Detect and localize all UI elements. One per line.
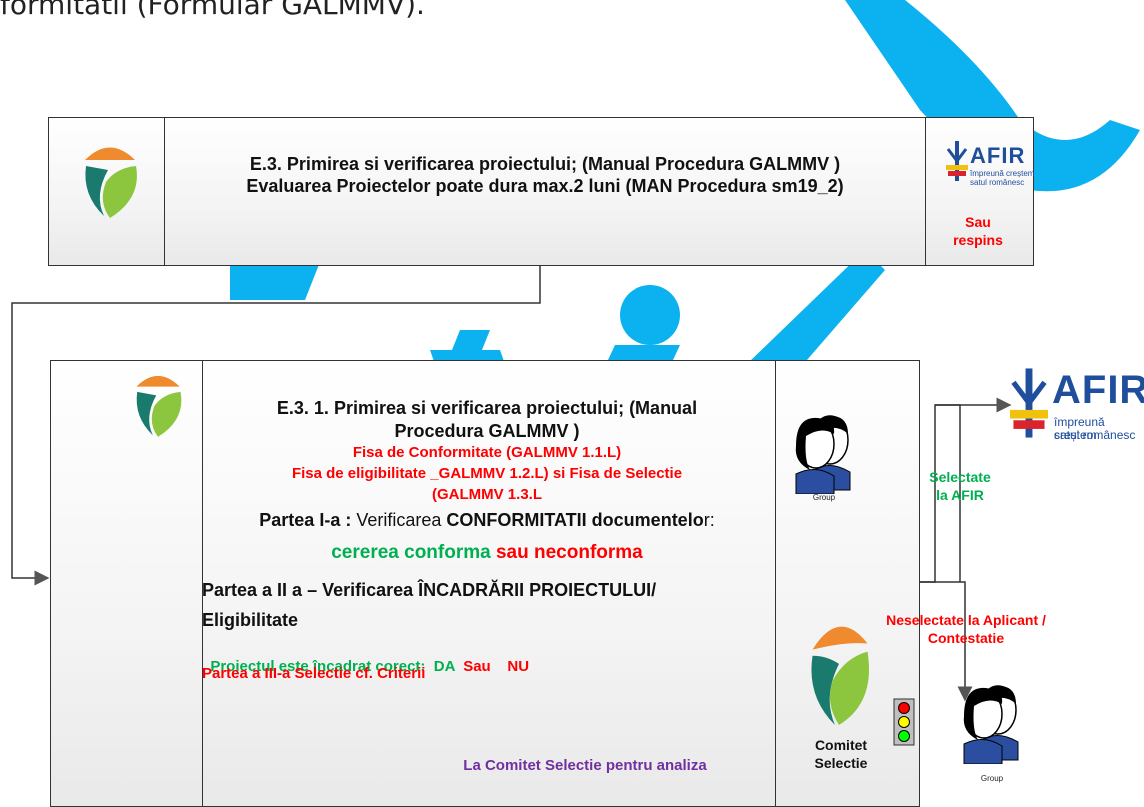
group-icon xyxy=(795,415,851,494)
traffic-light-icon xyxy=(893,698,915,746)
sau-neconforma: sau neconforma xyxy=(490,542,643,563)
partea-1-text: Verificarea xyxy=(351,510,447,530)
afir-tagline-small-1: împreună creștem xyxy=(970,169,1035,178)
comitet-note: La Comitet Selectie pentru analiza xyxy=(463,757,707,774)
fisa-selectie: (GALMMV 1.3.L xyxy=(431,486,542,503)
neselectate-label-1: Neselectate la Aplicant / xyxy=(886,612,1046,628)
conformity-line: cererea conforma sau neconforma xyxy=(202,542,772,564)
neselectate-label-2: Contestatie xyxy=(927,630,1005,646)
top-box-side-text-2: respins xyxy=(953,232,1003,248)
afir-wordmark-small: AFIR xyxy=(970,143,1026,168)
selectate-label-1: Selectate xyxy=(929,469,991,485)
top-box-line1: E.3. Primirea si verificarea proiectului… xyxy=(249,154,841,174)
top-box-line2: Evaluarea Proiectelor poate dura max.2 l… xyxy=(246,176,844,196)
selectate-label-2: la AFIR xyxy=(936,487,984,503)
fisa-eligibilitate: Fisa de eligibilitate _GALMMV 1.2.L) si … xyxy=(291,465,683,482)
partea-2-line2: Eligibilitate xyxy=(202,610,299,630)
afir-tagline-small-2: satul românesc xyxy=(970,178,1025,187)
afir-logo-small: AFIR împreună creștem satul românesc xyxy=(944,137,1039,197)
main-process-box xyxy=(50,360,920,807)
top-box-side-text-1: Sau xyxy=(965,214,991,230)
partea-2-line1: Partea a II a – Verificarea ÎNCADRĂRII P… xyxy=(202,580,657,600)
partea-1-bold: Partea I-a : xyxy=(259,510,352,530)
gal-logo-icon xyxy=(85,147,137,218)
afir-tagline-large-1: împreună creștem xyxy=(1054,415,1105,442)
partea-3-line: Partea a III-a Selectie cf. Criterii xyxy=(202,665,426,682)
group-label: Group xyxy=(980,774,1004,783)
partea-1-bold2: CONFORMITATII documentelo xyxy=(446,510,704,530)
fisa-conformitate: Fisa de Conformitate (GALMMV 1.1.L) xyxy=(352,444,622,461)
comitet-label-2: Selectie xyxy=(814,755,868,771)
group-label: Group xyxy=(812,493,836,502)
incadrat-sau-nu: Sau NU xyxy=(454,658,530,675)
group-icon xyxy=(963,685,1019,764)
partea-1-line: Partea I-a : Verificarea CONFORMITATII d… xyxy=(202,510,772,531)
comitet-label-1: Comitet xyxy=(814,737,868,753)
main-title-line2: Procedura GALMMV ) xyxy=(394,421,580,441)
afir-tagline-large-2: satul românesc xyxy=(1054,428,1136,442)
incadrat-da: Proiectul este încadrat corect: DA xyxy=(210,658,455,675)
gal-logo-icon xyxy=(136,375,182,437)
page-heading: formitatii (Formular GALMMV). xyxy=(0,0,425,21)
afir-wordmark-large: AFIR xyxy=(1052,368,1144,412)
main-title-line1: E.3. 1. Primirea si verificarea proiectu… xyxy=(276,398,698,418)
gal-logo-large-icon xyxy=(811,626,869,725)
cerere-conforma: cererea conforma xyxy=(331,542,491,563)
incadrat-line: Proiectul este încadrat corect: DA Sau N… xyxy=(202,641,529,675)
partea-1-text2: r: xyxy=(703,510,715,530)
afir-logo-large: AFIR împreună creștem satul românesc xyxy=(1010,366,1144,448)
top-process-box xyxy=(48,117,1034,266)
